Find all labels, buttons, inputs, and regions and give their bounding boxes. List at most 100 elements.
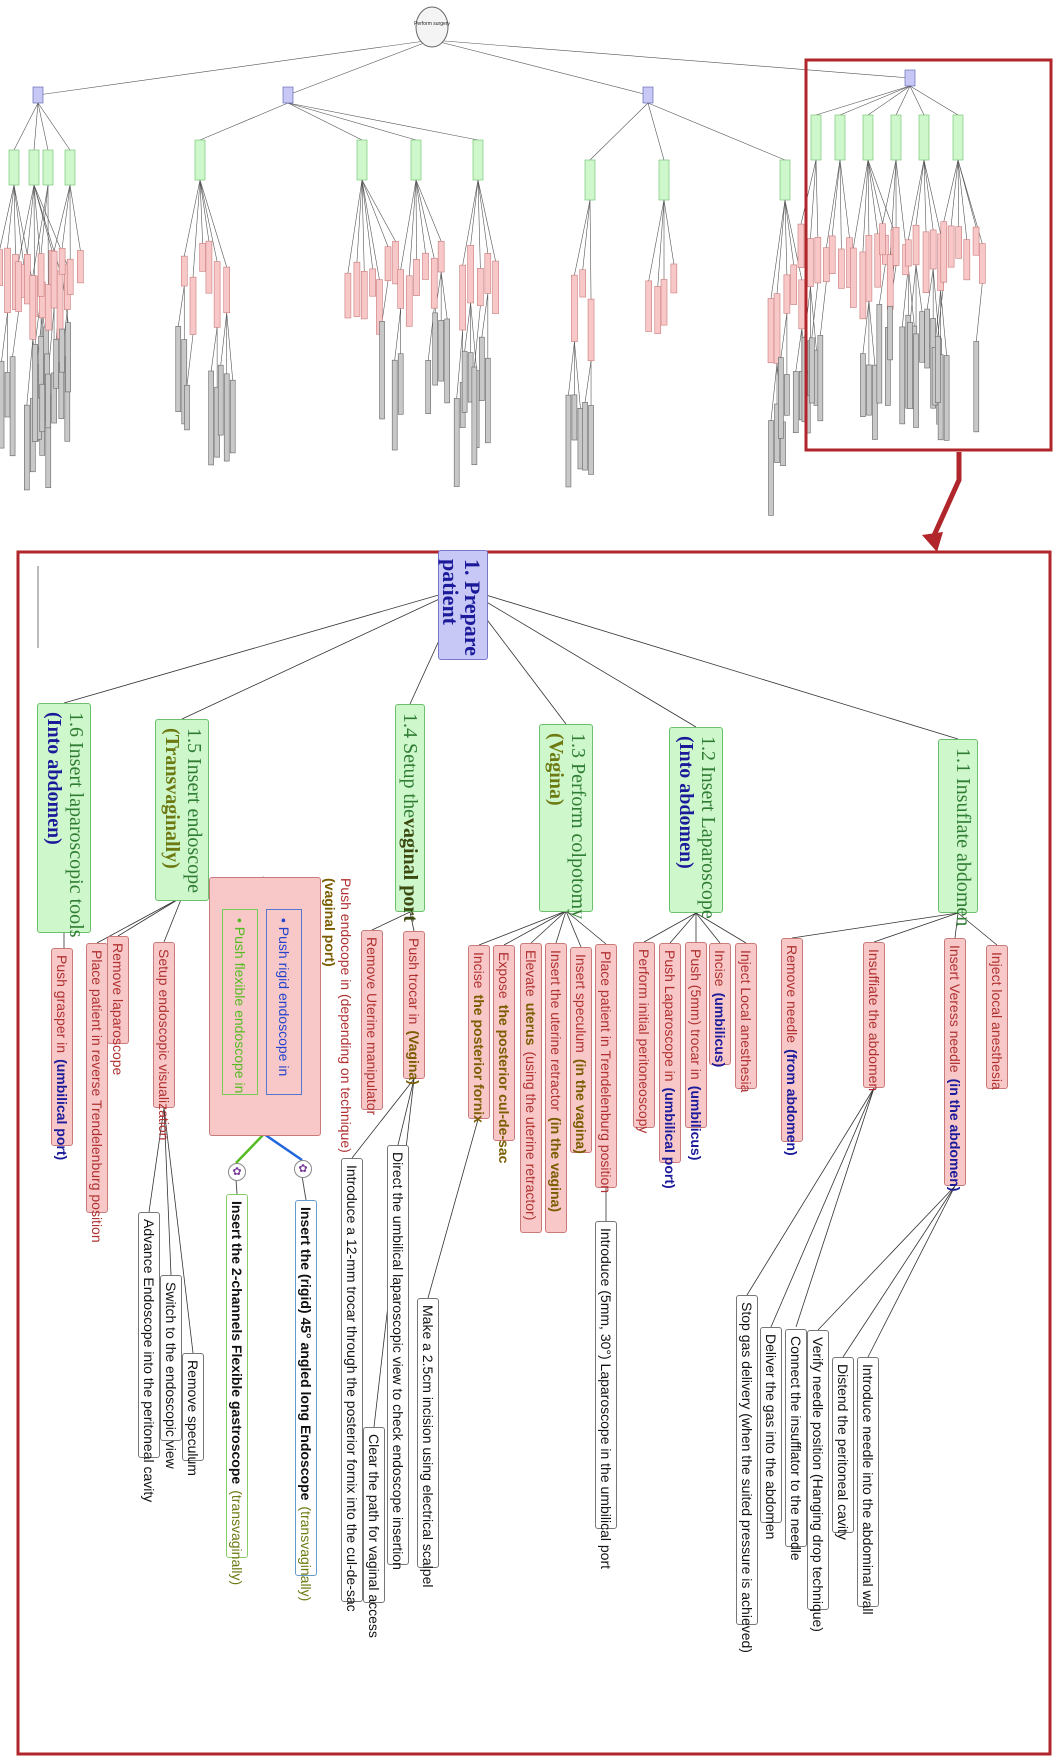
step-insufflate-the-abdomen[interactable]: Insuffiate the abdomen [863,942,885,1091]
step-incise-umbilicus[interactable]: Incise (umbilicus) [709,943,731,1067]
overview-step-node[interactable] [670,263,678,294]
overview-step-node[interactable] [437,240,445,273]
overview-leaf-node[interactable] [4,372,11,418]
overview-step-node[interactable] [50,250,58,309]
step-expose-posterior-cul-de-sac[interactable]: Expose the posterior cul-de-sac [493,945,515,1163]
overview-step-node[interactable] [929,229,937,270]
overview-step-node[interactable] [360,270,368,320]
overview-leaf-node[interactable] [208,370,214,466]
step-push-trocar-vagina[interactable]: Push trocar in (Vagina) [403,931,425,1085]
overview-step-node[interactable] [874,233,882,288]
overview-step-node[interactable] [940,221,948,283]
overview-leaf-node[interactable] [453,398,460,487]
step-setup-endoscopic-visualization[interactable]: Setup endoscopic visualization [153,942,175,1140]
step-push-laparoscope-in[interactable]: Push Laparoscope in (umbilical port) [659,943,681,1189]
overview-leaf-node[interactable] [438,320,444,382]
overview-step-node[interactable] [484,253,492,294]
overview-step-node[interactable] [823,247,830,283]
overview-step-node[interactable] [56,270,64,340]
overview-leaf-node[interactable] [175,325,182,412]
overview-step-node[interactable] [773,293,781,364]
overview-step-node[interactable] [353,261,361,317]
overview-step-node[interactable] [422,252,429,280]
overview-step-node[interactable] [223,266,231,314]
overview-step-node[interactable] [24,254,31,305]
push-endoscope-group[interactable] [209,877,321,1136]
overview-leaf-node[interactable] [876,304,883,404]
overview-leaf-node[interactable] [973,341,980,433]
overview-leaf-node[interactable] [444,318,450,404]
overview-leaf-node[interactable] [866,364,872,416]
option-push-flexible-endoscope[interactable]: • Push flexible endoscope in [222,909,258,1095]
overview-step-node[interactable] [828,235,836,274]
overview-leaf-node[interactable] [919,311,925,363]
phase-1-3-perform-colpotomy[interactable]: 1.3 Perform colpotomy (Vagina) [539,724,593,919]
overview-leaf-node[interactable] [24,404,30,491]
overview-subphase-node[interactable] [779,159,791,201]
overview-leaf-node[interactable] [924,308,930,369]
overview-step-node[interactable] [767,298,775,364]
option-push-rigid-endoscope[interactable]: • Push rigid endoscope in [266,909,302,1095]
overview-step-node[interactable] [922,231,930,293]
overview-subphase-node[interactable] [834,114,846,161]
overview-subphase-node[interactable] [194,139,206,181]
overview-step-node[interactable] [955,226,963,259]
overview-step-node[interactable] [58,247,66,275]
overview-step-node[interactable] [44,284,52,331]
overview-step-node[interactable] [15,261,22,312]
overview-step-node[interactable] [180,255,188,287]
overview-step-node[interactable] [978,243,986,284]
overview-leaf-node[interactable] [65,322,71,393]
overview-leaf-node[interactable] [229,379,236,454]
overview-leaf-node[interactable] [217,364,224,436]
overview-subphase-node[interactable] [64,149,76,186]
overview-step-node[interactable] [838,248,845,289]
overview-step-node[interactable] [947,225,955,268]
overview-leaf-node[interactable] [9,356,16,457]
overview-step-node[interactable] [430,257,438,309]
overview-step-node[interactable] [783,274,791,314]
step-push-trocar-umbilicus[interactable]: Push (5mm) trocar in (umbilicus) [685,942,707,1160]
overview-leaf-node[interactable] [471,366,478,466]
overview-leaf-node[interactable] [577,407,584,470]
overview-step-node[interactable] [397,269,404,309]
overview-subphase-node[interactable] [810,114,822,161]
overview-leaf-node[interactable] [425,359,432,414]
overview-leaf-node[interactable] [184,384,190,431]
overview-leaf-node[interactable] [899,326,906,425]
overview-leaf-node[interactable] [32,344,38,443]
overview-leaf-node[interactable] [809,337,815,404]
overview-subphase-node[interactable] [952,114,964,161]
step-place-patient-trendelenburg[interactable]: Place patient in Trendelenburg position [595,944,617,1193]
overview-step-node[interactable] [645,280,653,332]
overview-step-node[interactable] [66,258,74,295]
step-reverse-trendelenburg[interactable]: Place patient in reverse Trendelenburg p… [86,943,108,1243]
phase-1-6-insert-laparoscopic-tools[interactable]: 1.6 Insert laparoscopic tools (Into abdo… [37,703,91,938]
overview-step-node[interactable] [587,298,595,362]
step-perform-initial-peritoneoscopy[interactable]: Perform initial peritoneoscopy [633,942,655,1133]
overview-step-node[interactable] [886,254,894,310]
overview-step-node[interactable] [37,253,45,297]
overview-step-node[interactable] [654,286,662,334]
overview-step-node[interactable] [199,243,206,272]
overview-step-node[interactable] [798,279,806,330]
overview-step-node[interactable] [790,264,798,305]
phase-1-5-insert-endoscope[interactable]: 1.5 Insert endoscope (Transvaginally) [155,719,209,901]
overview-step-node[interactable] [571,274,578,342]
overview-step-node[interactable] [814,236,822,284]
overview-step-node[interactable] [344,272,352,319]
overview-subphase-node[interactable] [356,139,368,181]
overview-step-node[interactable] [849,247,857,308]
overview-subphase-node[interactable] [8,149,20,186]
overview-step-node[interactable] [972,226,980,256]
overview-step-node[interactable] [859,251,867,320]
phase-1-4-setup-vaginal-port[interactable]: 1.4 Setup the vaginal port [395,704,425,922]
overview-subphase-node[interactable] [918,114,930,161]
overview-phase-node[interactable] [642,86,654,104]
overview-phase-node[interactable] [32,86,44,104]
overview-phase-node[interactable] [282,86,294,104]
phase-1-2-insert-laparoscope[interactable]: 1.2 Insert Laparoscope (Into abdomen) [669,727,723,919]
overview-leaf-node[interactable] [768,420,774,516]
step-inject-local-anesthesia[interactable]: Inject local anesthesia [986,945,1008,1090]
overview-step-node[interactable] [492,260,499,314]
